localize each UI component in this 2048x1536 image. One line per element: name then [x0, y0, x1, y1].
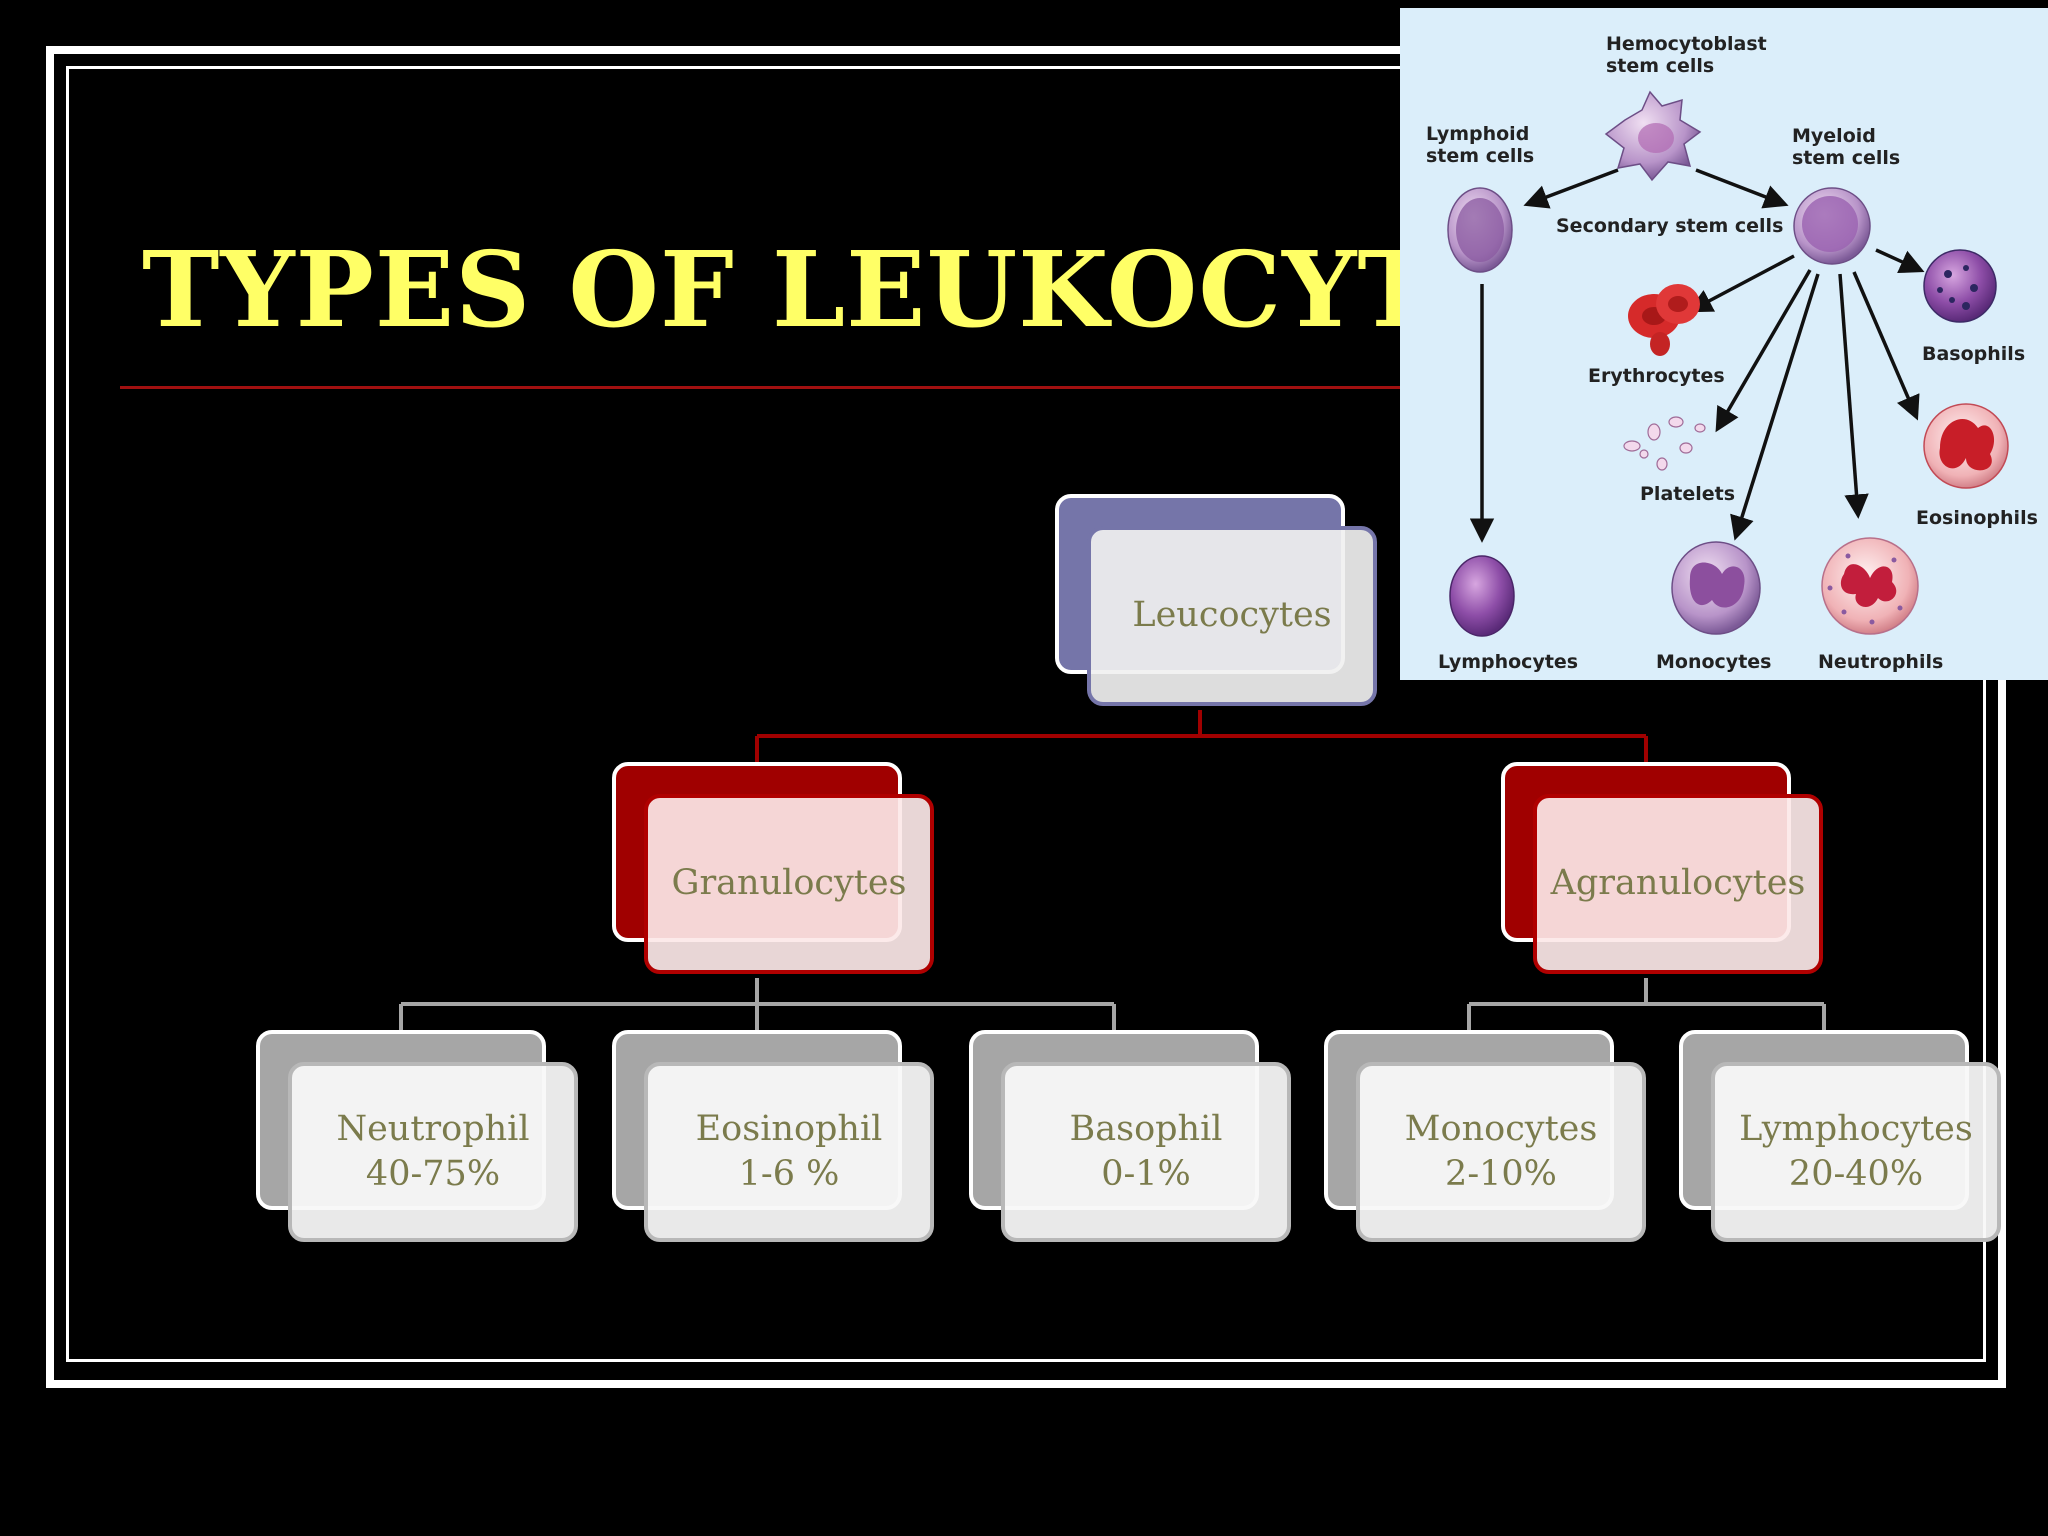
- node-front-plate: Basophil 0-1%: [1001, 1062, 1291, 1242]
- erythrocyte-cell: [1650, 332, 1670, 356]
- arrow-to-monocytes: [1730, 273, 1820, 541]
- node-front-plate: Leucocytes: [1087, 526, 1377, 706]
- label-monocytes: Monocytes: [1656, 651, 1772, 673]
- slide-inner-frame: [66, 66, 1986, 1362]
- lymphocyte-cell: [1449, 555, 1515, 637]
- node-leucocytes: Leucocytes: [1055, 494, 1377, 706]
- label-hemocytoblast: Hemocytoblast stem cells: [1606, 33, 1767, 77]
- node-front-plate: Monocytes 2-10%: [1356, 1062, 1646, 1242]
- node-label: Lymphocytes: [1739, 1108, 1973, 1149]
- node-front-plate: Lymphocytes 20-40%: [1711, 1062, 2001, 1242]
- arrow-to-platelets: [1715, 269, 1812, 433]
- node-percent: 1-6 %: [738, 1154, 840, 1194]
- label-secondary-stem: Secondary stem cells: [1556, 215, 1784, 237]
- node-percent: 0-1%: [1101, 1154, 1191, 1194]
- label-lymphoid-stem: Lymphoid stem cells: [1426, 123, 1535, 167]
- platelets-cluster: [1623, 416, 1706, 471]
- node-percent: 40-75%: [365, 1154, 501, 1194]
- arrow-to-myeloid: [1695, 168, 1789, 209]
- node-label: Leucocytes: [1132, 595, 1332, 636]
- node-label: Monocytes: [1404, 1108, 1598, 1149]
- node-label: Eosinophil: [695, 1108, 883, 1149]
- node-front-plate: Granulocytes: [644, 794, 934, 974]
- node-eosinophil: Eosinophil 1-6 %: [612, 1030, 934, 1242]
- node-label: Basophil: [1069, 1108, 1223, 1149]
- node-percent: 2-10%: [1445, 1154, 1557, 1194]
- arrow-to-eosinophils: [1852, 271, 1920, 421]
- node-basophil: Basophil 0-1%: [969, 1030, 1291, 1242]
- label-eosinophils: Eosinophils: [1916, 507, 2038, 529]
- node-front-plate: Neutrophil 40-75%: [288, 1062, 578, 1242]
- arrow-to-erythrocytes: [1687, 254, 1795, 313]
- hemocytoblast-nucleus: [1638, 123, 1674, 153]
- node-label: Neutrophil: [336, 1108, 530, 1149]
- slide-title: TYPES OF LEUKOCYTES: [142, 228, 1593, 351]
- label-basophils: Basophils: [1922, 343, 2026, 365]
- lymphoid-stem-nucleus: [1456, 198, 1504, 262]
- node-percent: 20-40%: [1788, 1154, 1924, 1194]
- label-erythrocytes: Erythrocytes: [1588, 365, 1725, 387]
- myeloid-stem-nucleus: [1802, 196, 1858, 252]
- hematopoiesis-illustration: [1447, 90, 2009, 637]
- node-granulocytes: Granulocytes: [612, 762, 934, 974]
- node-label: Agranulocytes: [1550, 863, 1806, 904]
- node-lymphocytes: Lymphocytes 20-40%: [1679, 1030, 2001, 1242]
- arrow-to-basophils: [1875, 248, 1925, 274]
- node-label: Granulocytes: [671, 863, 907, 904]
- slide-outer-frame: [46, 46, 2006, 1388]
- label-lymphocytes: Lymphocytes: [1438, 651, 1579, 673]
- node-agranulocytes: Agranulocytes: [1501, 762, 1823, 974]
- arrow-to-neutrophils: [1838, 273, 1869, 519]
- node-monocytes: Monocytes 2-10%: [1324, 1030, 1646, 1242]
- node-front-plate: Agranulocytes: [1533, 794, 1823, 974]
- basophil-cell: [1923, 249, 1997, 323]
- arrow-to-lymphoid: [1523, 168, 1619, 209]
- title-underline: [120, 386, 1400, 389]
- node-neutrophil: Neutrophil 40-75%: [256, 1030, 578, 1242]
- node-front-plate: Eosinophil 1-6 %: [644, 1062, 934, 1242]
- hematopoiesis-inset: Hemocytoblast stem cells Lymphoid stem c…: [1400, 8, 2048, 680]
- label-myeloid-stem: Myeloid stem cells: [1792, 125, 1901, 169]
- label-platelets: Platelets: [1640, 483, 1736, 505]
- label-neutrophils: Neutrophils: [1818, 651, 1944, 673]
